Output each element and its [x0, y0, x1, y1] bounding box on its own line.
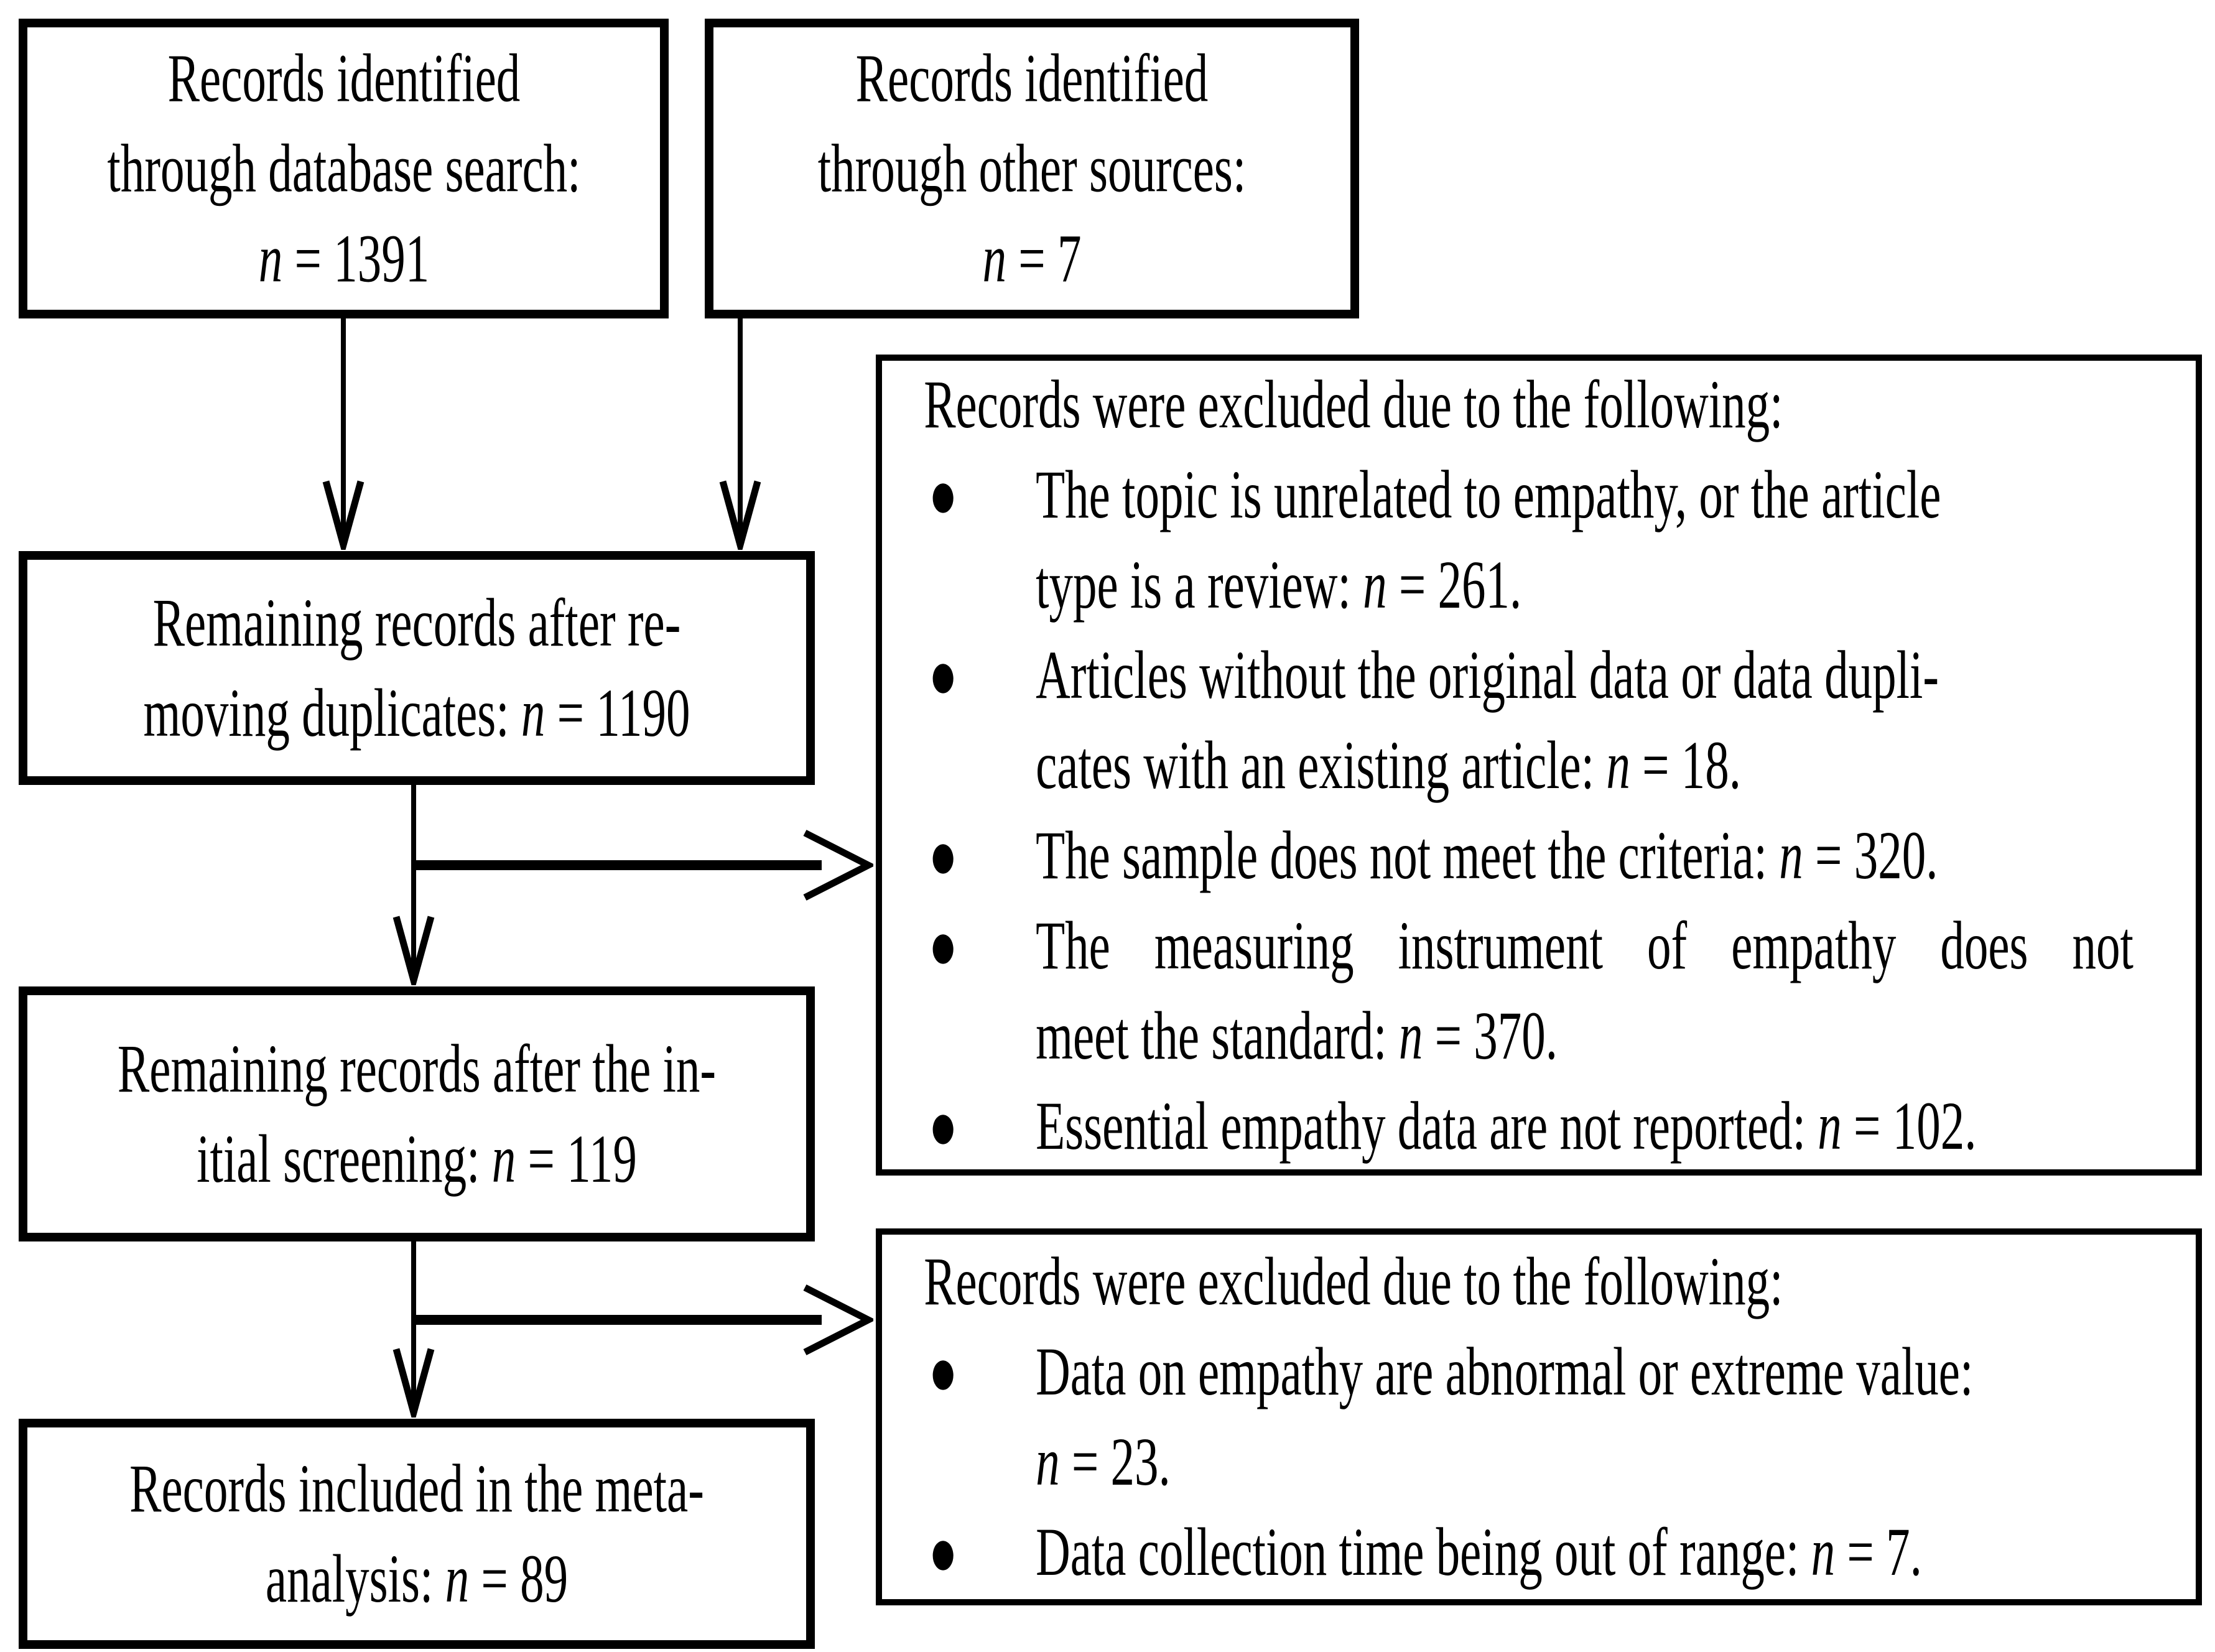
exclusion-text-line: The topic is unrelated to empathy, or th…	[1036, 456, 1941, 532]
arrowhead-right-icon	[803, 1284, 873, 1355]
arrowhead-down-icon	[392, 916, 435, 985]
exclusion-text-line: The sample does not meet the criteria: n…	[1036, 817, 1938, 893]
box-text-line: n = 1391	[258, 220, 429, 297]
bullet-icon: ●	[928, 907, 958, 983]
box-text-line: moving duplicates: n = 1190	[143, 675, 690, 751]
box-text-line: Records identified	[855, 40, 1209, 116]
box-text-line: through other sources:	[817, 130, 1247, 206]
box-text-line: analysis: n = 89	[265, 1541, 569, 1617]
exclusion-text-line: The measuring instrument of empathy does…	[1036, 907, 2134, 983]
box-identified-other-label: Records identified through other sources…	[713, 34, 1350, 304]
box-included-meta-label: Records included in the meta- analysis: …	[27, 1444, 806, 1624]
box-text-line: itial screening: n = 119	[197, 1121, 637, 1197]
bullet-icon: ●	[928, 1334, 958, 1409]
arrow-database-to-duplicates-line	[341, 318, 346, 542]
arrow-branch-to-exclusions-1-line	[411, 860, 822, 870]
box-text-line: Records included in the meta-	[129, 1450, 704, 1526]
arrow-screening-to-included-line	[411, 1241, 416, 1411]
box-after-screening: Remaining records after the in- itial sc…	[19, 986, 815, 1241]
box-after-duplicates: Remaining records after re- moving dupli…	[19, 551, 815, 785]
exclusion-title: Records were excluded due to the followi…	[924, 366, 1783, 442]
box-exclusions-screening-content: Records were excluded due to the followi…	[882, 360, 2196, 1171]
arrow-other-to-duplicates-line	[738, 318, 743, 542]
exclusion-item: ● The measuring instrument of empathy do…	[882, 901, 2196, 1081]
bullet-icon: ●	[928, 636, 958, 713]
exclusion-text-line: type is a review: n = 261.	[1036, 546, 1522, 623]
exclusion-text-line: Articles without the original data or da…	[1036, 636, 1939, 713]
bullet-icon: ●	[928, 1514, 958, 1590]
bullet-icon: ●	[928, 456, 958, 532]
box-after-duplicates-label: Remaining records after re- moving dupli…	[27, 578, 806, 758]
arrowhead-down-icon	[719, 480, 761, 550]
exclusion-text-line: Data collection time being out of range:…	[1036, 1514, 1922, 1590]
box-text-line: through database search:	[106, 130, 581, 206]
arrowhead-down-icon	[392, 1348, 435, 1418]
arrow-branch-to-exclusions-2-line	[411, 1315, 822, 1325]
exclusion-item: ● Data collection time being out of rang…	[882, 1507, 2196, 1597]
box-identified-database: Records identified through database sear…	[19, 19, 669, 318]
bullet-icon: ●	[928, 817, 958, 893]
box-text-line: n = 7	[982, 220, 1082, 297]
box-exclusions-eligibility: Records were excluded due to the followi…	[876, 1228, 2202, 1605]
exclusion-text-line: n = 23.	[1036, 1424, 1171, 1500]
box-identified-other: Records identified through other sources…	[705, 19, 1359, 318]
exclusion-text-line: cates with an existing article: n = 18.	[1036, 726, 1742, 803]
exclusion-item: ● Data on empathy are abnormal or extrem…	[882, 1327, 2196, 1507]
exclusion-item: ● The sample does not meet the criteria:…	[882, 810, 2196, 901]
arrow-duplicates-to-screening-line	[411, 785, 416, 979]
box-identified-database-label: Records identified through database sear…	[27, 34, 660, 304]
bullet-icon: ●	[928, 1087, 958, 1164]
exclusion-text-line: Essential empathy data are not reported:…	[1036, 1087, 1977, 1164]
exclusion-item: ● The topic is unrelated to empathy, or …	[882, 450, 2196, 630]
box-text-line: Remaining records after the in-	[117, 1031, 717, 1107]
exclusion-text-line: meet the standard: n = 370.	[1036, 997, 1558, 1074]
box-exclusions-eligibility-content: Records were excluded due to the followi…	[882, 1237, 2196, 1597]
arrowhead-down-icon	[322, 480, 365, 550]
box-after-screening-label: Remaining records after the in- itial sc…	[27, 1024, 806, 1204]
box-exclusions-screening: Records were excluded due to the followi…	[876, 355, 2202, 1176]
arrowhead-right-icon	[803, 830, 873, 901]
box-text-line: Remaining records after re-	[152, 585, 681, 661]
box-included-meta: Records included in the meta- analysis: …	[19, 1419, 815, 1649]
box-text-line: Records identified	[167, 40, 520, 116]
exclusion-item: ● Essential empathy data are not reporte…	[882, 1081, 2196, 1171]
exclusion-text-line: Data on empathy are abnormal or extreme …	[1036, 1334, 1974, 1409]
exclusion-title: Records were excluded due to the followi…	[924, 1243, 1783, 1319]
exclusion-item: ● Articles without the original data or …	[882, 630, 2196, 810]
